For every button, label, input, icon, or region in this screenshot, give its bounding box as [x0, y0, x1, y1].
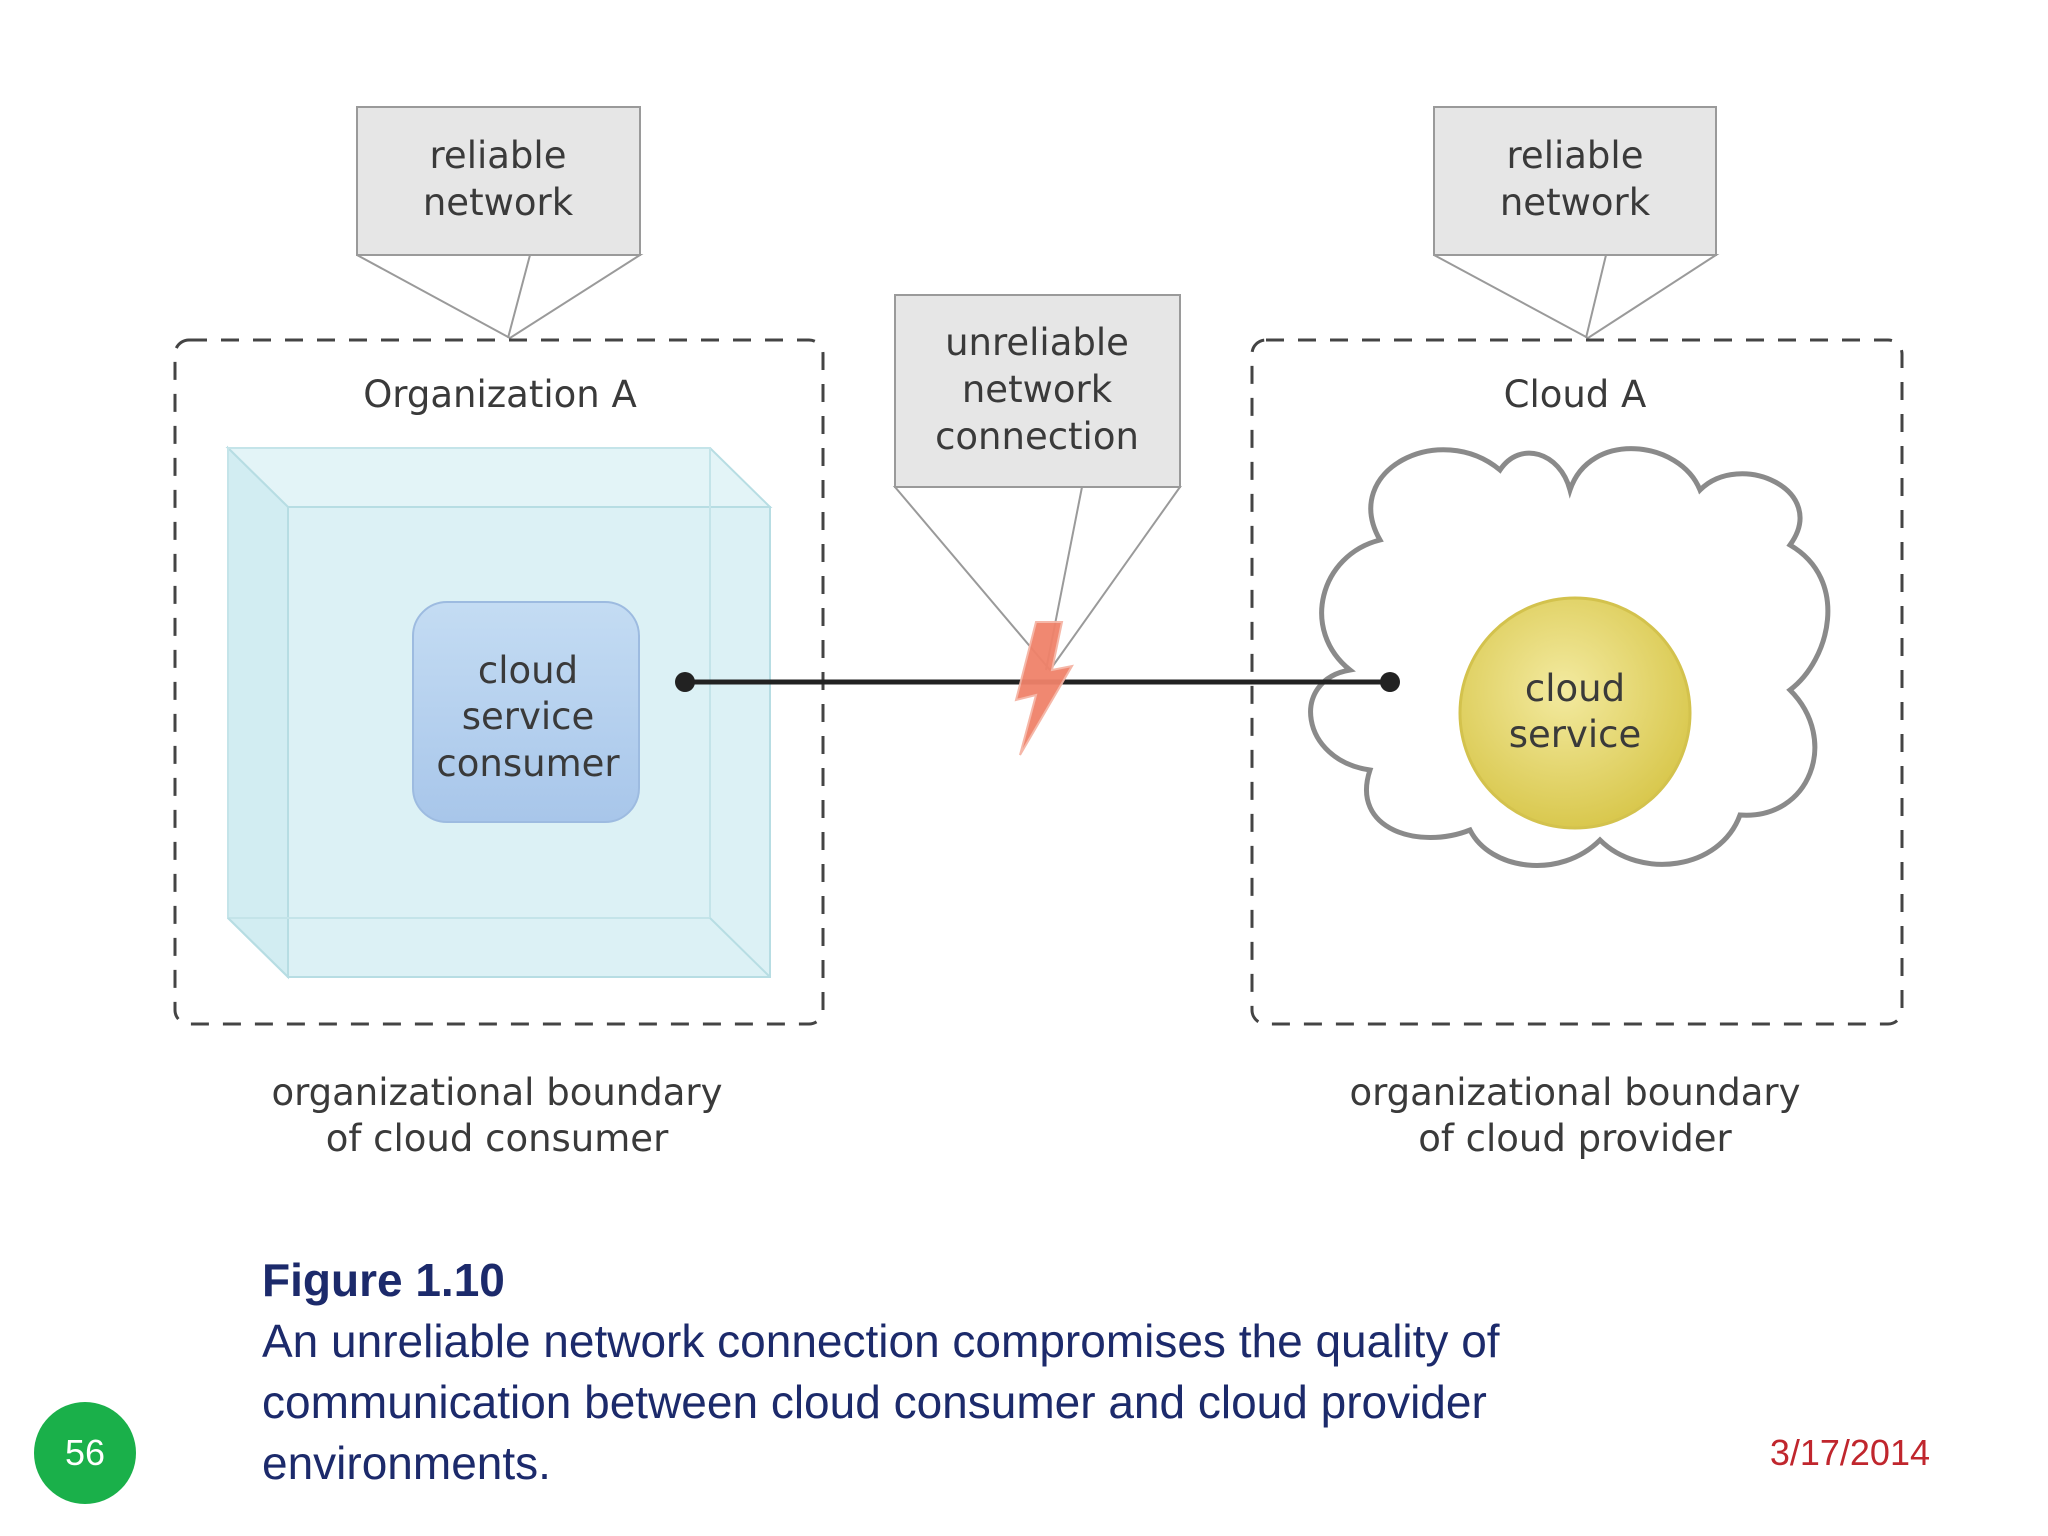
consumer-label-line-3: consumer: [436, 742, 620, 785]
cloud-service-consumer: cloud service consumer: [412, 601, 640, 823]
right-callout-line-1: reliable: [1507, 134, 1644, 177]
caption-line-1: An unreliable network connection comprom…: [262, 1315, 1500, 1367]
left-boundary-caption-line-1: organizational boundary: [271, 1071, 722, 1114]
right-callout-line-2: network: [1500, 181, 1651, 224]
connection-endpoint-left: [675, 672, 695, 692]
consumer-label-line-1: cloud: [478, 649, 578, 692]
right-boundary-caption-line-1: organizational boundary: [1349, 1071, 1800, 1114]
middle-callout-line-1: unreliable: [945, 321, 1129, 364]
lightning-icon: [1014, 621, 1074, 756]
consumer-label-line-2: service: [462, 695, 595, 738]
middle-callout-line-3: connection: [935, 415, 1139, 458]
organization-title: Organization A: [363, 373, 637, 416]
service-label-line-2: service: [1509, 713, 1642, 756]
left-callout-line-1: reliable: [430, 134, 567, 177]
cloud-service: cloud service: [1458, 596, 1692, 830]
left-callout-line-2: network: [423, 181, 574, 224]
figure-caption: Figure 1.10 An unreliable network connec…: [262, 1250, 1742, 1494]
right-boundary-caption-line-2: of cloud provider: [1418, 1117, 1732, 1160]
cloud-boundary: [1250, 338, 1904, 1026]
left-boundary-caption-line-2: of cloud consumer: [326, 1117, 669, 1160]
middle-callout-line-2: network: [962, 368, 1113, 411]
right-reliable-network-callout: reliable network: [1433, 106, 1720, 340]
left-reliable-network-callout: reliable network: [356, 106, 644, 340]
caption-line-2: communication between cloud consumer and…: [262, 1376, 1487, 1428]
page-number-badge: 56: [34, 1402, 136, 1504]
unreliable-connection-callout: unreliable network connection: [892, 294, 1182, 672]
slide-date: 3/17/2014: [1769, 1432, 1930, 1473]
service-label-line-1: cloud: [1525, 667, 1625, 710]
caption-line-3: environments.: [262, 1437, 551, 1489]
cloud-title: Cloud A: [1504, 373, 1647, 416]
connection-endpoint-right: [1380, 672, 1400, 692]
figure-title: Figure 1.10: [262, 1254, 505, 1306]
